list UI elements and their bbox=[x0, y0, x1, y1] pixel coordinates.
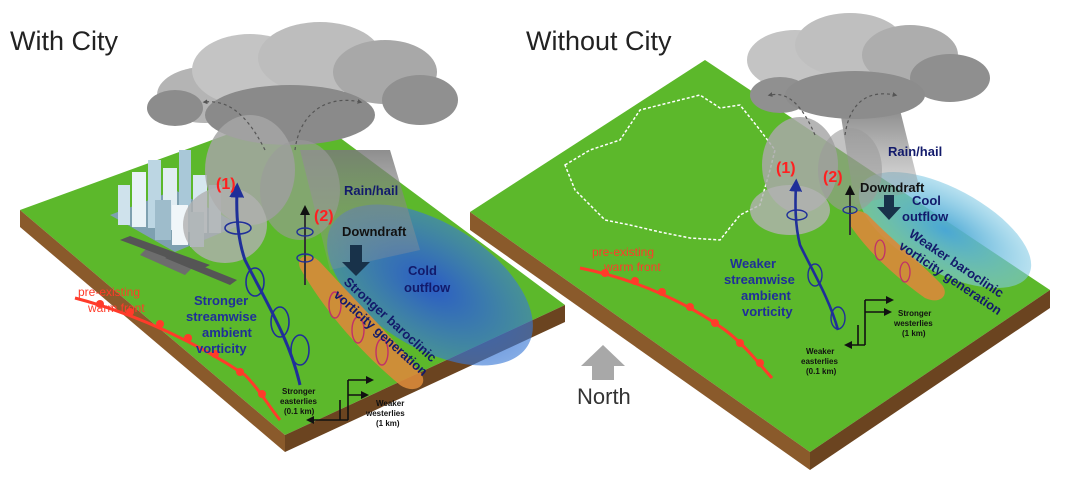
right-vorticity-label-3: ambient bbox=[741, 288, 792, 303]
left-vorticity-label-4: vorticity bbox=[196, 341, 247, 356]
left-easterlies-label-2: easterlies bbox=[280, 397, 317, 406]
left-vorticity-label-3: ambient bbox=[202, 325, 253, 340]
left-vorticity-rings bbox=[224, 221, 310, 366]
left-downdraft-arrow bbox=[342, 245, 370, 276]
left-vorticity-label-2: streamwise bbox=[186, 309, 257, 324]
right-westerlies-label-2: westerlies bbox=[893, 319, 933, 328]
left-downdraft-label: Downdraft bbox=[342, 224, 407, 239]
right-easterlies-label-1: Weaker bbox=[806, 347, 834, 356]
north-compass-icon bbox=[581, 345, 625, 380]
left-westerlies-label-1: Weaker bbox=[376, 399, 404, 408]
left-anvil-arrows bbox=[202, 99, 363, 151]
right-arrow-2-rings bbox=[842, 205, 858, 215]
left-storm-cloud bbox=[147, 22, 458, 263]
right-label-2: (2) bbox=[823, 169, 843, 186]
left-westerlies-label-3: (1 km) bbox=[376, 419, 400, 428]
left-easterlies-label-1: Stronger bbox=[282, 387, 315, 396]
right-easterlies-label-2: easterlies bbox=[801, 357, 838, 366]
right-rain-label: Rain/hail bbox=[888, 144, 942, 159]
left-label-1: (1) bbox=[216, 176, 236, 193]
left-baroclinic-rings bbox=[328, 291, 389, 366]
left-warm-front-label-2: warm front bbox=[87, 301, 145, 315]
right-storm-cloud bbox=[747, 13, 990, 235]
left-westerlies-label-2: westerlies bbox=[365, 409, 405, 418]
right-vorticity-label-1: Weaker bbox=[730, 256, 776, 271]
left-warm-front bbox=[74, 296, 282, 421]
left-warm-front-bumps bbox=[96, 300, 266, 398]
left-arrow-2-rings bbox=[296, 227, 314, 263]
right-vorticity-label-4: vorticity bbox=[742, 304, 793, 319]
left-updraft-arrow bbox=[229, 182, 302, 386]
left-rain-label: Rain/hail bbox=[344, 183, 398, 198]
right-updraft-arrow bbox=[789, 178, 840, 331]
right-warm-front-label-2: warm front bbox=[603, 260, 661, 274]
right-easterlies-label-3: (0.1 km) bbox=[806, 367, 837, 376]
right-baroclinic-rings bbox=[874, 239, 911, 283]
north-label: North bbox=[577, 384, 631, 409]
right-downdraft-label: Downdraft bbox=[860, 180, 925, 195]
left-baroclinic-zone bbox=[299, 256, 424, 390]
left-outflow-label-1: Cold bbox=[408, 263, 437, 278]
right-warm-front-bumps bbox=[601, 269, 764, 367]
right-panel-ground bbox=[470, 60, 1050, 470]
right-outflow-label-1: Cool bbox=[912, 193, 941, 208]
left-easterlies-label-3: (0.1 km) bbox=[284, 407, 315, 416]
right-wind-profile bbox=[844, 296, 894, 349]
right-westerlies-label-3: (1 km) bbox=[902, 329, 926, 338]
right-anvil-arrows bbox=[767, 92, 898, 136]
cool-outflow-region bbox=[858, 171, 1032, 289]
left-outflow-label-2: outflow bbox=[404, 280, 451, 295]
right-vorticity-label-2: streamwise bbox=[724, 272, 795, 287]
left-warm-front-label-1: pre-existing bbox=[78, 285, 140, 299]
left-panel-title: With City bbox=[10, 26, 118, 56]
right-warm-front-label-1: pre-existing bbox=[592, 245, 654, 259]
right-panel-title: Without City bbox=[526, 26, 672, 56]
right-downdraft-arrow bbox=[877, 195, 901, 220]
right-label-1: (1) bbox=[776, 160, 796, 177]
left-label-2: (2) bbox=[314, 208, 334, 225]
right-baroclinic-zone bbox=[848, 211, 945, 301]
left-vorticity-label-1: Stronger bbox=[194, 293, 248, 308]
right-outflow-label-2: outflow bbox=[902, 209, 949, 224]
right-westerlies-label-1: Stronger bbox=[898, 309, 931, 318]
city-buildings bbox=[110, 150, 240, 285]
left-wind-profile bbox=[306, 376, 374, 424]
right-vorticity-rings bbox=[786, 209, 846, 330]
